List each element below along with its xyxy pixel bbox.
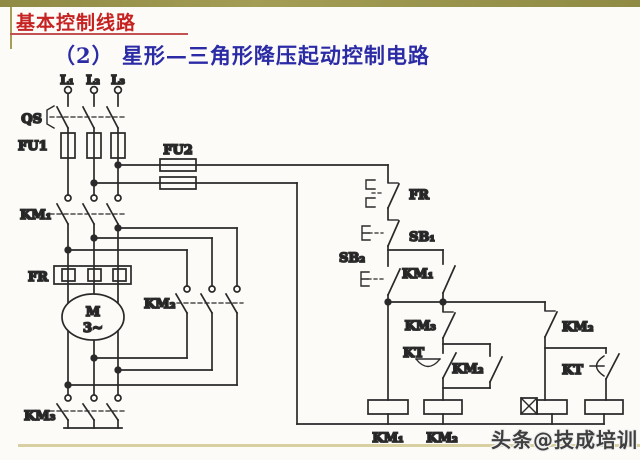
watermark-text: 头条@技成培训 xyxy=(491,428,638,452)
motor-symbol xyxy=(61,293,125,341)
qs-label: QS xyxy=(21,112,42,127)
phase-l2-label: L₂ xyxy=(86,73,100,87)
km3-star-contacts xyxy=(50,394,124,428)
fu1-label: FU1 xyxy=(18,139,48,154)
control-rails xyxy=(297,165,604,424)
fu1-fuses xyxy=(61,133,125,158)
supply-terminals xyxy=(63,85,123,106)
fr-nc-contact xyxy=(366,180,399,219)
sb1-stop-button xyxy=(362,220,399,266)
kt-coil-delay-box-icon xyxy=(521,398,537,414)
kt-delay-arc-icon xyxy=(590,356,604,376)
km2-aux-label: KM₂ xyxy=(452,362,483,377)
page-title: 基本控制线路 xyxy=(16,12,137,34)
km2-delta-contacts xyxy=(64,285,243,389)
qs-switch xyxy=(47,106,124,195)
kt-no-label: KT xyxy=(403,346,424,361)
km1-aux-label: KM₁ xyxy=(402,267,433,282)
km1-main-label: KM₁ xyxy=(20,208,51,223)
km2-main-label: KM₂ xyxy=(144,297,175,312)
sb2-label: SB₂ xyxy=(339,251,365,266)
fu2-label: FU2 xyxy=(163,143,193,158)
delta-feed-taps xyxy=(64,224,237,286)
km3-main-label: KM₃ xyxy=(24,409,56,424)
km2-coil-label: KM₂ xyxy=(426,431,457,446)
km3-nc-label: KM₃ xyxy=(405,319,437,334)
phase-l1-label: L₁ xyxy=(60,73,74,87)
km1-coil-label: KM₁ xyxy=(372,431,403,446)
page-subtitle: （2） 星形—三角形降压起动控制电路 xyxy=(54,43,430,68)
top-olive-bar xyxy=(0,0,640,7)
fu2-fuses xyxy=(94,159,388,189)
phase-l3-label: L₃ xyxy=(111,73,125,87)
fr-main-label: FR xyxy=(28,270,48,285)
km2-nc-label: KM₂ xyxy=(562,320,593,335)
km1-coil-branch xyxy=(368,302,408,424)
kt-delay-arc-icon xyxy=(416,359,440,367)
left-olive-accent xyxy=(10,7,12,49)
kt-nc-label: KT xyxy=(562,363,583,378)
control-node-line xyxy=(384,298,545,306)
fr-thermal-elements xyxy=(54,266,131,284)
km2-coil-branch xyxy=(416,302,502,424)
fr-ctrl-label: FR xyxy=(409,188,429,203)
sb1-label: SB₁ xyxy=(409,230,435,245)
kt-km3-coil-branch xyxy=(521,302,623,424)
title-underline xyxy=(10,33,188,35)
bottom-tan-rule xyxy=(18,444,640,447)
sb2-start-button xyxy=(361,269,400,302)
motor-m-label: M xyxy=(86,305,100,320)
motor-3ph-label: 3~ xyxy=(83,321,103,336)
qs-handle-icon xyxy=(47,106,54,128)
